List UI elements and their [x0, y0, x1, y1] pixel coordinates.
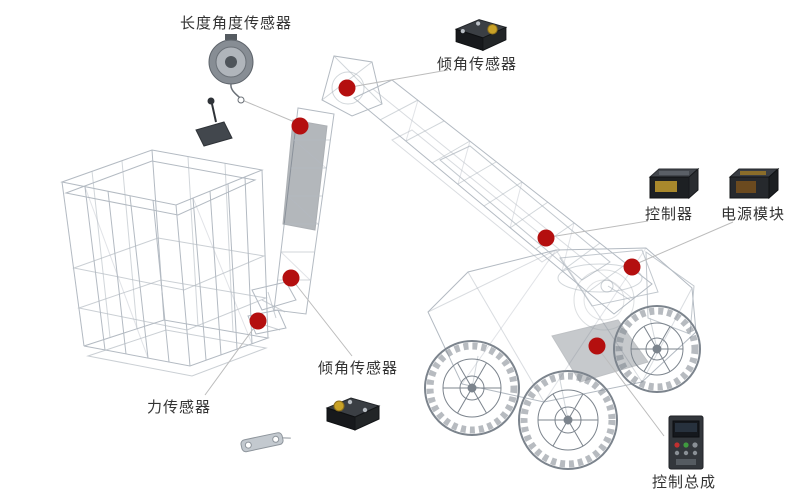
leader-line	[241, 99, 298, 124]
label-controller: 控制器	[645, 205, 694, 223]
wheel-rear-left	[518, 370, 618, 470]
basket-console	[195, 97, 233, 147]
sensor-marker-body-right	[623, 258, 641, 276]
leader-line	[350, 69, 449, 88]
tilt-sensor-bottom-image	[325, 397, 381, 431]
label-length-angle-sensor: 长度角度传感器	[180, 14, 293, 32]
label-tilt-sensor-bottom: 倾角传感器	[318, 359, 399, 377]
label-tilt-sensor-top: 倾角传感器	[437, 55, 518, 73]
sensor-marker-platform-link	[249, 312, 267, 330]
label-control-assembly: 控制总成	[652, 473, 717, 491]
wheel-rear-hidden	[573, 269, 635, 331]
controller-image	[648, 167, 700, 200]
length-angle-sensor-image	[208, 34, 254, 104]
sensor-marker-boom-riser	[291, 117, 309, 135]
tilt-sensor-top-image	[454, 19, 508, 52]
riser-boom	[273, 107, 335, 315]
control-assembly-image	[668, 415, 704, 470]
sensor-marker-boom-top-joint	[338, 79, 356, 97]
leader-line	[635, 221, 734, 265]
leader-line	[549, 220, 649, 238]
leader-line	[204, 324, 257, 396]
leader-line	[596, 346, 665, 437]
leader-line	[293, 281, 353, 357]
power-module-image	[728, 167, 780, 200]
label-power-module: 电源模块	[721, 205, 786, 223]
label-force-sensor: 力传感器	[147, 398, 212, 416]
wheel-front-left	[424, 340, 520, 436]
sensor-marker-lower-boom-joint	[282, 269, 300, 287]
force-sensor-image	[240, 432, 291, 453]
wheel-front-right	[613, 305, 701, 393]
sensor-marker-telescope-mid	[537, 229, 555, 247]
sensor-marker-chassis-center	[588, 337, 606, 355]
basket-cage	[60, 149, 270, 377]
